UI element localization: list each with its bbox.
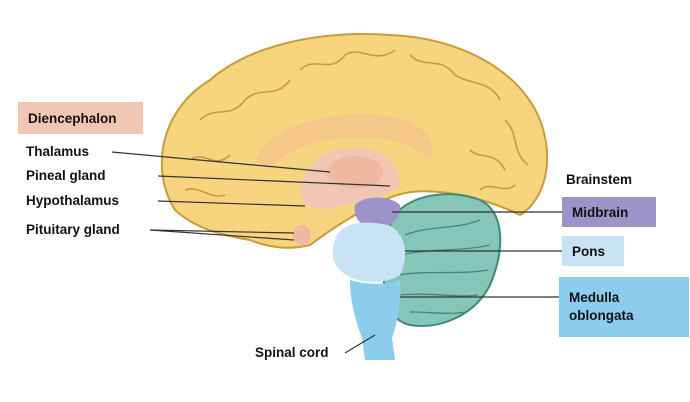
pons-label: Pons bbox=[572, 243, 606, 259]
medulla-label-line1: Medulla bbox=[569, 290, 620, 305]
thalamus-label: Thalamus bbox=[26, 144, 90, 159]
diencephalon-label-box: Diencephalon bbox=[18, 102, 143, 134]
pons-label-box: Pons bbox=[562, 236, 624, 266]
pineal-gland-label: Pineal gland bbox=[26, 168, 106, 183]
pons-region bbox=[332, 222, 406, 282]
corpus-callosum bbox=[255, 114, 433, 170]
medulla-oblongata-label-box: Medulla oblongata bbox=[559, 277, 689, 337]
spinal-cord-region bbox=[362, 338, 395, 360]
brainstem-label: Brainstem bbox=[566, 172, 633, 187]
pituitary-gland-label: Pituitary gland bbox=[26, 222, 120, 237]
midbrain-label-box: Midbrain bbox=[562, 197, 656, 227]
cerebrum bbox=[160, 33, 548, 249]
hypothalamus-label: Hypothalamus bbox=[26, 193, 120, 208]
medulla-region bbox=[350, 280, 401, 340]
spinal-cord-label: Spinal cord bbox=[255, 345, 329, 360]
midbrain-region bbox=[354, 197, 401, 229]
cerebellum-folia bbox=[397, 219, 491, 314]
pituitary-region bbox=[293, 225, 311, 245]
thalamus-region bbox=[327, 156, 383, 188]
diencephalon-label: Diencephalon bbox=[28, 110, 117, 126]
leader-lines bbox=[111, 151, 562, 354]
gyri-lines bbox=[184, 49, 529, 197]
midbrain-label: Midbrain bbox=[572, 204, 629, 220]
medulla-label-line2: oblongata bbox=[569, 308, 634, 323]
